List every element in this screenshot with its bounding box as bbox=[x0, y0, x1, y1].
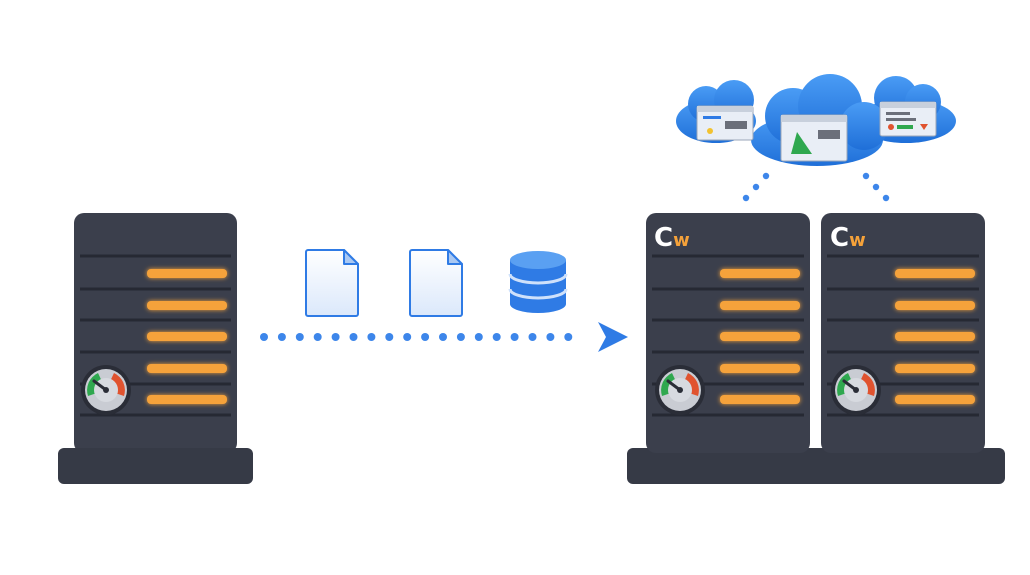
transfer-arrow bbox=[260, 322, 628, 352]
cloud-icon bbox=[676, 74, 956, 202]
drive-slot bbox=[147, 332, 227, 341]
arrow-dot bbox=[528, 333, 537, 341]
target-server-right: Cw bbox=[821, 213, 985, 453]
arrow-dot bbox=[295, 333, 304, 341]
arrow-dot bbox=[349, 333, 358, 341]
arrow-dot bbox=[510, 333, 519, 341]
brand-logo: Cw bbox=[654, 223, 690, 253]
drive-slot bbox=[720, 301, 800, 310]
source-server-dividers bbox=[80, 254, 231, 417]
drive-slot bbox=[720, 332, 800, 341]
drive-slot bbox=[895, 395, 975, 404]
target-server-left: Cw bbox=[646, 213, 810, 453]
arrow-dot bbox=[367, 333, 376, 341]
arrow-dot bbox=[564, 333, 573, 341]
arrow-dot bbox=[439, 333, 447, 341]
arrow-dot bbox=[277, 333, 286, 341]
drive-slot bbox=[147, 301, 227, 310]
target-server-base bbox=[627, 448, 1005, 484]
arrow-dot bbox=[313, 333, 322, 341]
drive-slot bbox=[895, 364, 975, 373]
drive-slot bbox=[895, 332, 975, 341]
source-server-slots bbox=[147, 269, 227, 404]
drive-slot bbox=[147, 269, 227, 278]
gauge-icon bbox=[655, 365, 705, 415]
arrow-dot bbox=[421, 333, 430, 341]
drive-slot bbox=[720, 269, 800, 278]
arrow-dots bbox=[260, 333, 573, 341]
gauge-icon bbox=[831, 365, 881, 415]
gauge-icon bbox=[81, 365, 131, 415]
source-server-base bbox=[58, 448, 253, 484]
arrow-dot bbox=[385, 333, 394, 341]
brand-logo: Cw bbox=[830, 223, 866, 253]
arrow-dot bbox=[546, 333, 555, 341]
browser-window-right bbox=[879, 101, 937, 137]
document-icon bbox=[409, 249, 463, 317]
drive-slot bbox=[147, 395, 227, 404]
arrow-dot bbox=[456, 333, 465, 341]
arrow-dot bbox=[492, 333, 501, 341]
arrow-dot bbox=[474, 333, 483, 341]
database-icon bbox=[508, 251, 568, 313]
browser-window-left bbox=[696, 105, 754, 141]
document-icon bbox=[305, 249, 359, 317]
browser-window-center bbox=[780, 114, 848, 162]
source-server bbox=[58, 213, 253, 484]
drive-slot bbox=[720, 364, 800, 373]
cloud-link-dots bbox=[742, 172, 890, 202]
target-servers: Cw bbox=[627, 213, 1005, 484]
arrow-dot bbox=[331, 333, 340, 341]
arrow-dot bbox=[403, 333, 412, 341]
arrow-head-icon bbox=[598, 322, 628, 352]
drive-slot bbox=[147, 364, 227, 373]
arrow-dot bbox=[260, 333, 268, 341]
drive-slot bbox=[720, 395, 800, 404]
drive-slot bbox=[895, 269, 975, 278]
drive-slot bbox=[895, 301, 975, 310]
